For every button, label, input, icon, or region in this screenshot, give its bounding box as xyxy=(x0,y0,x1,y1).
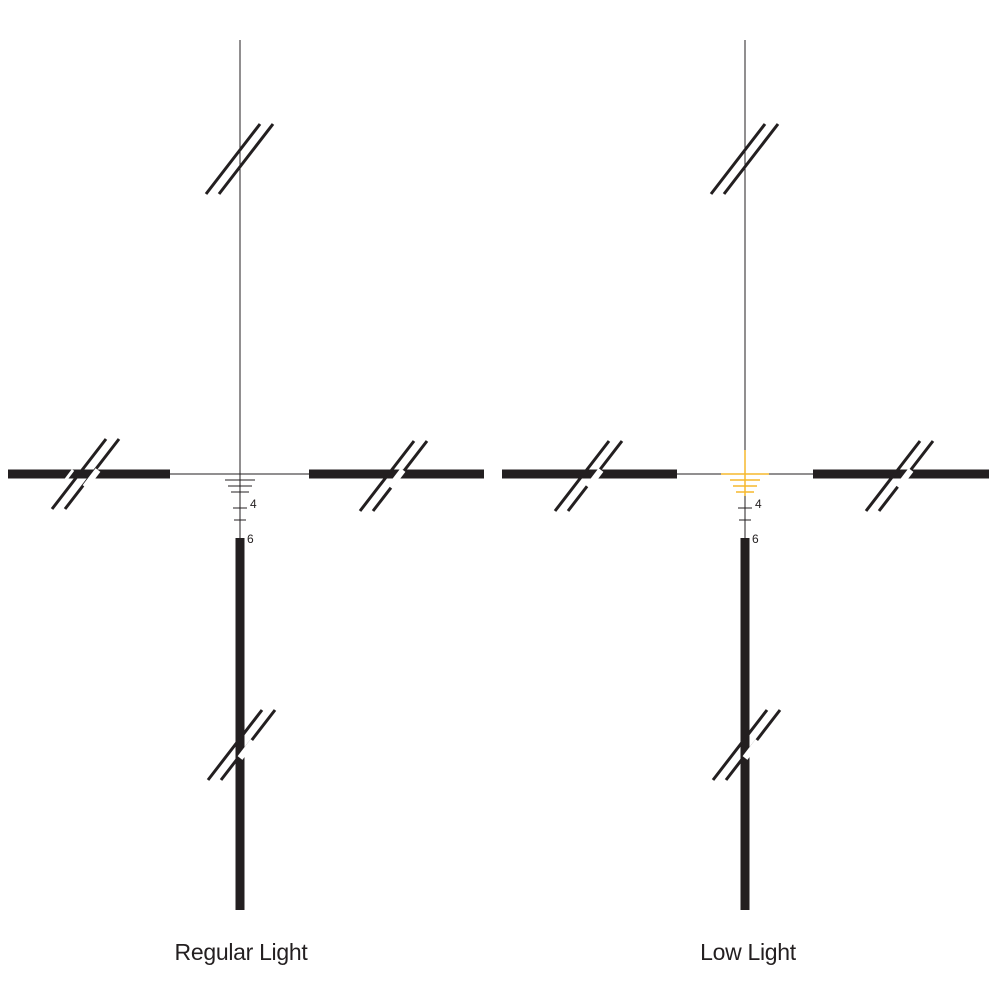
range-mark-6: 6 xyxy=(247,532,254,546)
post-break-gap xyxy=(742,739,761,760)
caption-low-light: Low Light xyxy=(700,939,797,965)
caption-regular-light: Regular Light xyxy=(175,939,309,965)
top-break-marks xyxy=(709,123,780,195)
range-ticks xyxy=(738,507,752,521)
post-break-gap xyxy=(387,468,406,489)
reticle-regular-light: 4 6 Regular Light xyxy=(8,40,484,965)
illuminated-aiming-point xyxy=(721,450,769,496)
range-mark-4: 4 xyxy=(755,497,762,511)
post-break-gap xyxy=(82,468,101,489)
top-break-marks xyxy=(204,123,275,195)
post-break-gap xyxy=(237,739,256,760)
range-mark-6: 6 xyxy=(752,532,759,546)
range-ticks xyxy=(233,507,247,521)
range-mark-4: 4 xyxy=(250,497,257,511)
reticle-low-light: 4 6 Low Light xyxy=(502,40,989,965)
post-break-gap xyxy=(585,468,604,489)
post-break-gap xyxy=(895,468,914,489)
